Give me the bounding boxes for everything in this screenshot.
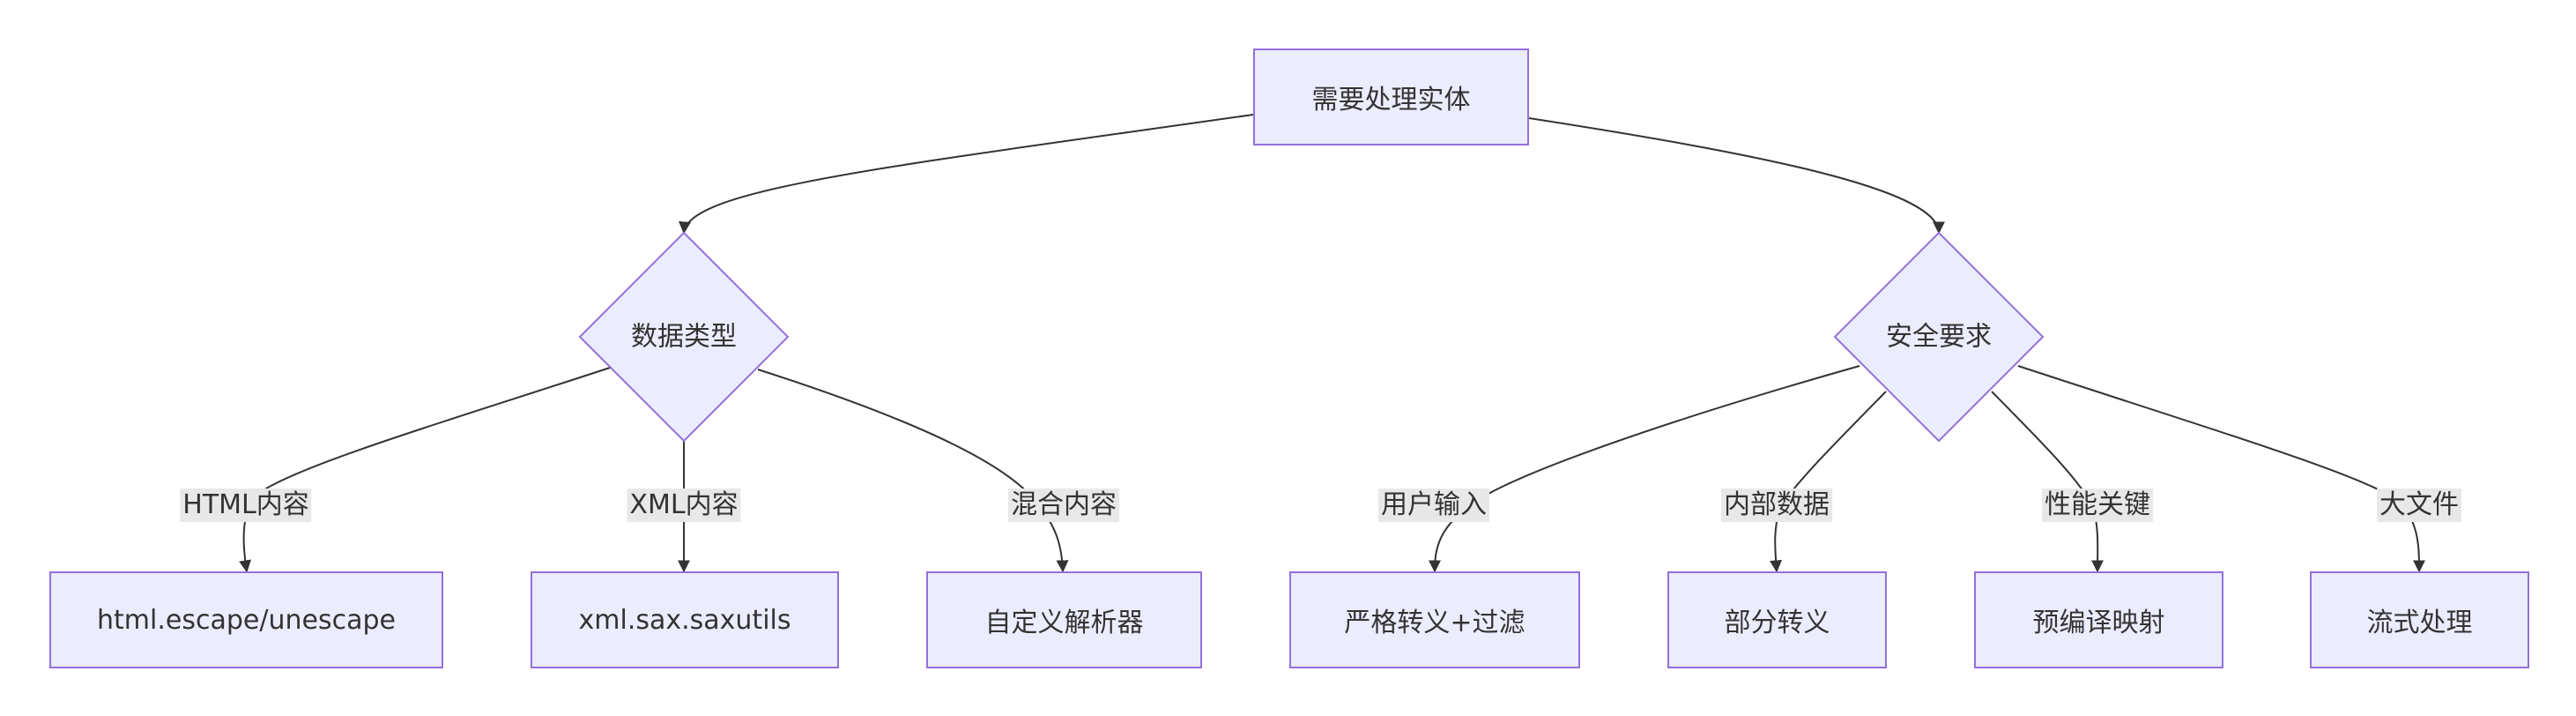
decision-security: 安全要求	[1833, 231, 2045, 443]
edge-data-type-to-custom	[757, 369, 1069, 573]
edge-data-type-to-html	[239, 367, 611, 573]
leaf-partial-escape: 部分转义	[1667, 571, 1887, 668]
root-node-label: 需要处理实体	[1311, 85, 1471, 116]
leaf-xml-saxutils: xml.sax.saxutils	[531, 571, 839, 668]
leaf-custom-parser-label: 自定义解析器	[984, 608, 1144, 638]
root-node: 需要处理实体	[1253, 48, 1529, 145]
edge-security-to-internal	[1770, 391, 1887, 573]
edge-label-internal-data: 内部数据	[1721, 489, 1832, 522]
leaf-partial-escape-label: 部分转义	[1724, 608, 1830, 638]
leaf-custom-parser: 自定义解析器	[926, 571, 1202, 668]
edge-label-html-content: HTML内容	[180, 489, 312, 522]
edge-root-to-security	[1528, 117, 1945, 235]
edge-label-xml-content: XML内容	[627, 489, 741, 522]
leaf-xml-saxutils-label: xml.sax.saxutils	[578, 604, 791, 636]
leaf-precompiled-map-label: 预编译映射	[2032, 608, 2165, 638]
edge-label-mixed-content: 混合内容	[1008, 489, 1119, 522]
edge-label-performance-critical: 性能关键	[2042, 489, 2153, 522]
edge-security-to-user-input	[1429, 365, 1860, 573]
edge-label-large-file: 大文件	[2377, 489, 2461, 522]
decision-data-type: 数据类型	[578, 231, 790, 443]
edge-security-to-large-file	[2017, 365, 2425, 573]
leaf-stream-processing: 流式处理	[2310, 571, 2529, 668]
leaf-html-escape-label: html.escape/unescape	[97, 604, 396, 636]
decision-data-type-label: 数据类型	[631, 322, 737, 353]
edge-label-user-input: 用户输入	[1378, 489, 1489, 522]
leaf-precompiled-map: 预编译映射	[1974, 571, 2223, 668]
edge-root-to-data-type	[679, 114, 1254, 235]
leaf-html-escape: html.escape/unescape	[49, 571, 443, 668]
leaf-strict-escape-filter: 严格转义+过滤	[1289, 571, 1580, 668]
leaf-strict-escape-filter-label: 严格转义+过滤	[1344, 608, 1526, 638]
leaf-stream-processing-label: 流式处理	[2366, 608, 2473, 638]
decision-security-label: 安全要求	[1886, 322, 1992, 353]
edge-security-to-performance	[1991, 391, 2105, 573]
